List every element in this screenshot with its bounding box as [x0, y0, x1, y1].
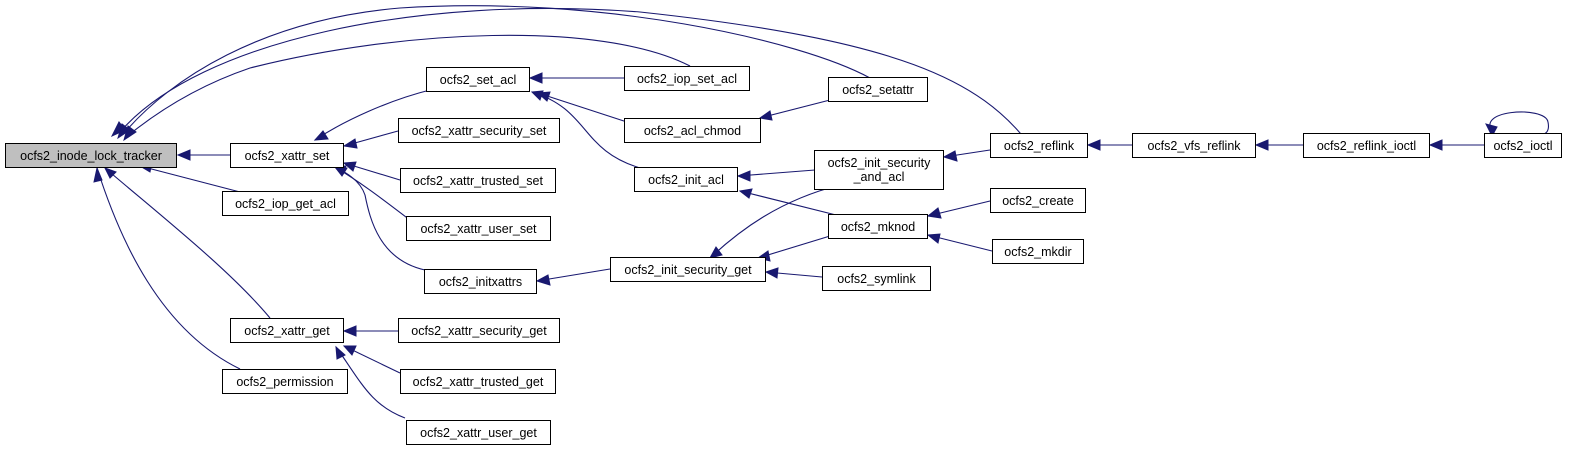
edge-mknod-to-initsecget — [757, 235, 831, 259]
node-ocfs2-xattr-user-set[interactable]: ocfs2_xattr_user_set — [406, 216, 551, 241]
node-ocfs2-init-acl[interactable]: ocfs2_init_acl — [634, 167, 738, 192]
edge-mknod-to-initacl — [739, 190, 841, 217]
edge-aclchmod-to-setacl — [537, 92, 631, 124]
arrowhead-setacl-to-xattrset — [313, 130, 329, 141]
node-ocfs2-iop-set-acl[interactable]: ocfs2_iop_set_acl — [624, 66, 750, 91]
arrowhead-setattr-to-aclchmod — [758, 110, 773, 121]
node-ocfs2-xattr-trusted-set[interactable]: ocfs2_xattr_trusted_set — [400, 168, 556, 193]
arrowhead-initacl-to-setacl — [530, 90, 544, 101]
node-ocfs2-create[interactable]: ocfs2_create — [990, 188, 1086, 213]
arrowhead-xtrustset-to-xattrset — [342, 161, 357, 172]
arrowhead-vfsreflink-to-reflink — [1086, 139, 1101, 151]
node-ocfs2-symlink[interactable]: ocfs2_symlink — [822, 266, 931, 291]
edge-setattr-to-aclchmod — [759, 99, 831, 119]
edge-xattrget-to-root — [104, 167, 271, 319]
node-ocfs2-xattr-security-set[interactable]: ocfs2_xattr_security_set — [398, 118, 560, 143]
node-ocfs2-set-acl[interactable]: ocfs2_set_acl — [426, 67, 530, 92]
node-ocfs2-xattr-trusted-get[interactable]: ocfs2_xattr_trusted_get — [400, 369, 556, 394]
node-ocfs2-init-security-get[interactable]: ocfs2_init_security_get — [610, 257, 766, 282]
node-ocfs2-ioctl[interactable]: ocfs2_ioctl — [1484, 133, 1562, 158]
arrowhead-xuserget-to-xattrget — [335, 345, 346, 360]
arrowhead-xsecset-to-xattrset — [342, 138, 358, 149]
arrowhead-iopsetacl-to-root — [123, 125, 137, 142]
edge-setacl-to-xattrset — [314, 89, 431, 141]
node-ocfs2-mkdir[interactable]: ocfs2_mkdir — [992, 239, 1084, 264]
node-ocfs2-inode-lock-tracker: ocfs2_inode_lock_tracker — [5, 143, 177, 168]
node-ocfs2-reflink[interactable]: ocfs2_reflink — [990, 133, 1088, 158]
edge-iopgetacl-to-root — [139, 165, 241, 193]
arrowhead-xattrget-to-root — [103, 167, 117, 179]
node-ocfs2-xattr-user-get[interactable]: ocfs2_xattr_user_get — [406, 420, 551, 445]
edge-iopsetacl-to-root — [129, 34, 691, 135]
node-ocfs2-iop-get-acl[interactable]: ocfs2_iop_get_acl — [222, 191, 349, 216]
arrowhead-setattr-to-root — [117, 123, 131, 140]
edge-permission-to-root — [96, 167, 241, 370]
arrowhead-ioctl-to-reflinkioctl — [1428, 139, 1443, 151]
node-ocfs2-xattr-set[interactable]: ocfs2_xattr_set — [230, 143, 344, 168]
arrowhead-ioctl-self-loop — [1485, 123, 1498, 138]
node-ocfs2-setattr[interactable]: ocfs2_setattr — [828, 77, 928, 102]
arrowhead-mknod-to-initacl — [738, 188, 753, 199]
node-ocfs2-acl-chmod[interactable]: ocfs2_acl_chmod — [624, 118, 761, 143]
arrowhead-permission-to-root — [93, 166, 103, 183]
edge-setattr-to-root — [124, 5, 871, 133]
arrowhead-xtrustget-to-xattrget — [342, 345, 357, 356]
arrowhead-create-to-mknod — [926, 207, 942, 219]
arrowhead-symlink-to-initsecget — [764, 267, 779, 279]
node-ocfs2-reflink-ioctl[interactable]: ocfs2_reflink_ioctl — [1303, 133, 1430, 158]
edge-initxattrs-to-xattrset — [334, 166, 426, 271]
node-ocfs2-initxattrs[interactable]: ocfs2_initxattrs — [424, 269, 537, 294]
arrowhead-initsecacl-to-initacl — [736, 170, 751, 182]
arrowhead-iopsetacl-to-setacl — [528, 72, 543, 84]
arrowhead-initsecacl-to-initsecget — [709, 246, 723, 259]
edge-xuserget-to-xattrget — [335, 346, 406, 419]
node-ocfs2-xattr-security-get[interactable]: ocfs2_xattr_security_get — [398, 318, 560, 343]
edge-initsecacl-to-initsecget — [709, 184, 841, 259]
arrowhead-xsecget-to-xattrget — [342, 325, 357, 337]
arrowhead-reflink-to-initsecacl — [942, 150, 958, 162]
arrowhead-xattrset-to-root — [176, 149, 191, 161]
arrowhead-reflinkioctl-to-vfsreflink — [1254, 139, 1269, 151]
edge-initacl-to-setacl — [531, 91, 641, 169]
node-ocfs2-vfs-reflink[interactable]: ocfs2_vfs_reflink — [1132, 133, 1256, 158]
node-ocfs2-init-security-and-acl[interactable]: ocfs2_init_security _and_acl — [814, 150, 944, 190]
edge-ioctl-self-loop — [1489, 111, 1549, 135]
node-ocfs2-permission[interactable]: ocfs2_permission — [222, 369, 348, 394]
node-ocfs2-mknod[interactable]: ocfs2_mknod — [828, 214, 928, 239]
arrowhead-mkdir-to-mknod — [926, 233, 941, 244]
node-ocfs2-xattr-get[interactable]: ocfs2_xattr_get — [230, 318, 344, 343]
arrowhead-initsecget-to-initxattrs — [535, 274, 551, 286]
edge-reflink-to-root — [119, 7, 1031, 146]
edge-initsecacl-to-initacl — [737, 169, 816, 177]
